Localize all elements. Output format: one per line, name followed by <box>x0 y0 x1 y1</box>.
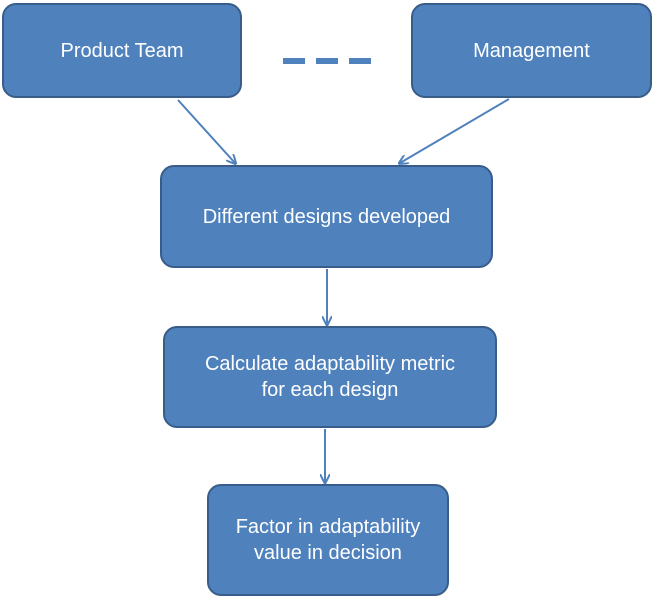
factor-decision-box: Factor in adaptability value in decision <box>207 484 449 596</box>
arrow-management-to-designs <box>400 98 510 163</box>
calculate-metric-box: Calculate adaptability metric for each d… <box>163 326 497 428</box>
calculate-metric-label: Calculate adaptability metric for each d… <box>204 353 456 401</box>
arrow-product-to-designs <box>177 99 235 163</box>
different-designs-label: Different designs developed <box>202 205 451 228</box>
different-designs-box: Different designs developed <box>160 165 493 268</box>
management-box: Management <box>411 3 652 98</box>
factor-decision-label: Factor in adaptability value in decision <box>235 516 421 564</box>
product-team-label: Product Team <box>60 39 184 62</box>
product-team-box: Product Team <box>2 3 242 98</box>
management-label: Management <box>473 39 590 62</box>
